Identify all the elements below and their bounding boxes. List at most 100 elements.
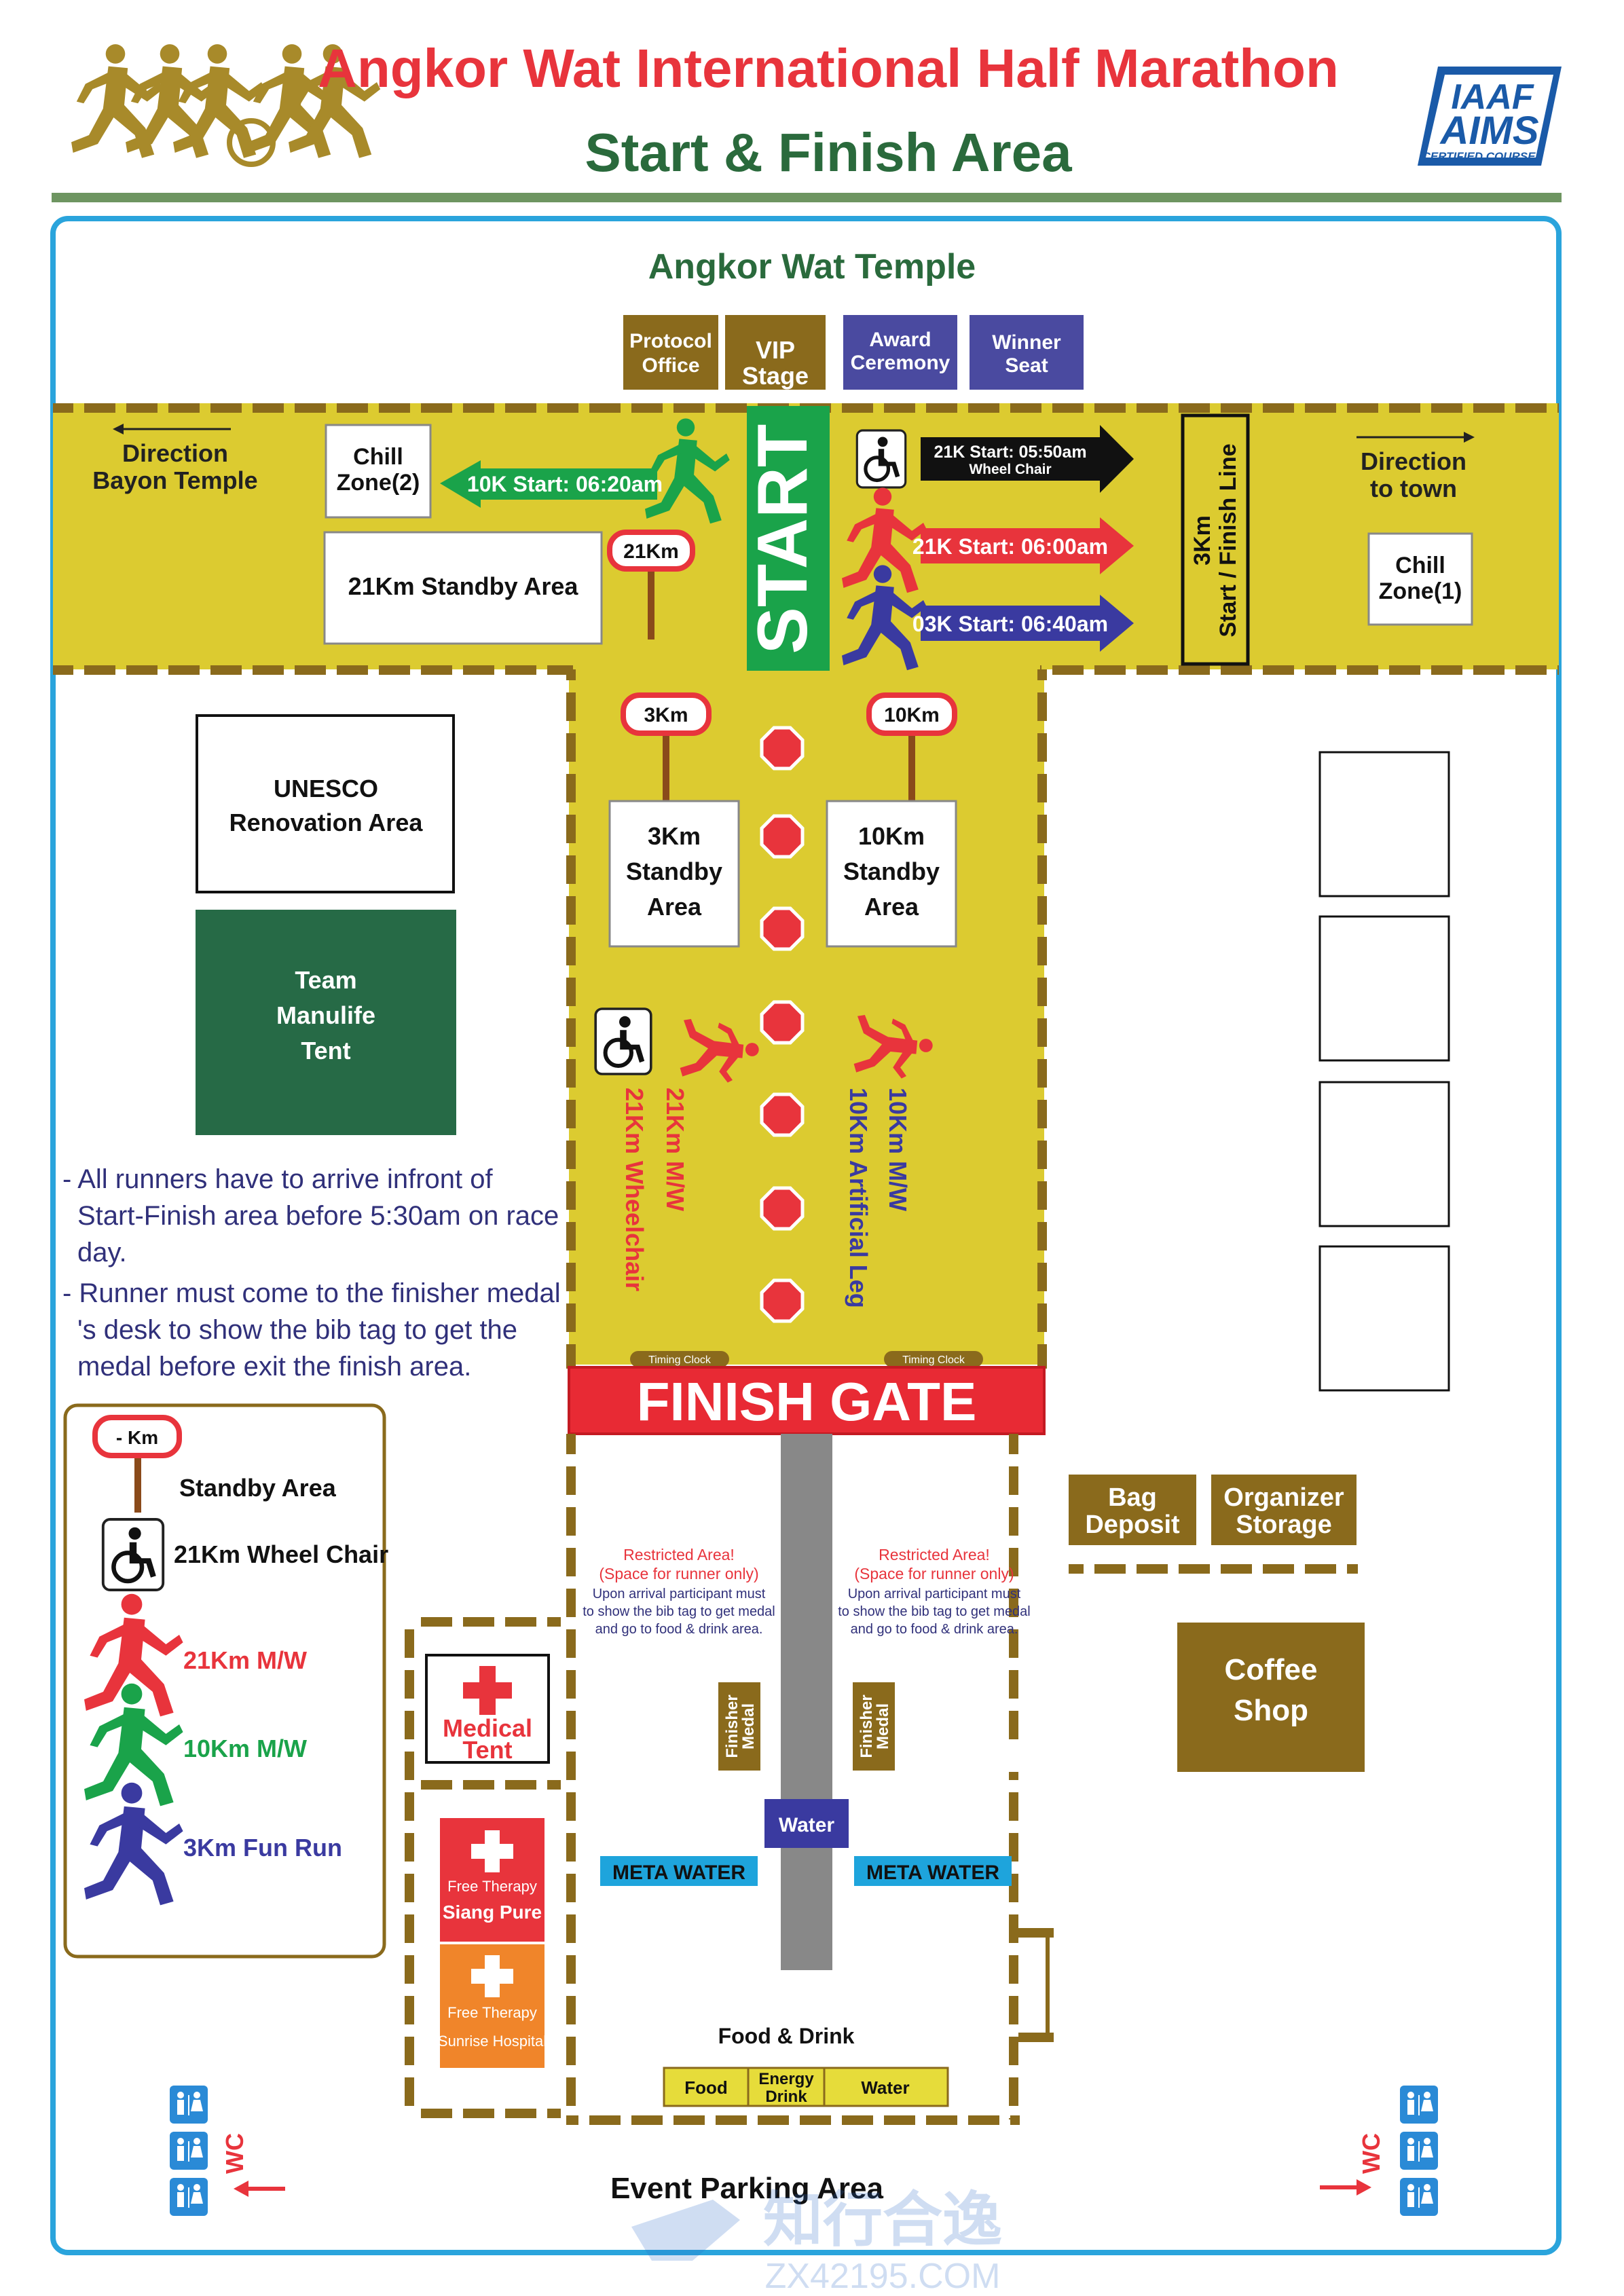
- bag-deposit-line1: Bag: [1108, 1483, 1157, 1512]
- restricted-right-5: and go to food & drink area.: [851, 1622, 1018, 1637]
- lane-21km-mw: 21Km M/W: [661, 1088, 689, 1211]
- wc-right-label: WC: [1357, 2133, 1385, 2174]
- standby-10km-line2: Standby: [843, 857, 940, 885]
- meta-water-left-label: META WATER: [612, 1862, 745, 1884]
- restricted-left-1: Restricted Area!: [623, 1546, 735, 1563]
- start-21k-label: 21K Start: 06:00am: [912, 534, 1108, 559]
- lane-marker: [760, 726, 805, 771]
- start-21k-wc-line2: Wheel Chair: [969, 462, 1051, 477]
- lane-marker: [760, 1000, 805, 1045]
- food-drink-label: Food & Drink: [718, 2024, 855, 2048]
- sign-3km-label: 3Km: [644, 704, 688, 726]
- timing-clock-left: Timing Clock: [648, 1354, 712, 1366]
- start-10k-label: 10K Start: 06:20am: [467, 472, 663, 496]
- legend-standby: Standby Area: [179, 1474, 337, 1502]
- wc-left-label: WC: [221, 2133, 248, 2174]
- unesco-line2: Renovation Area: [229, 809, 424, 836]
- lane-21km-wheelchair: 21Km Wheelchair: [621, 1088, 648, 1291]
- logo-runners-icon: [71, 44, 381, 167]
- note-medal: - Runner must come to the finisher medal…: [62, 1278, 561, 1382]
- chill-zone-2-line1: Chill: [353, 444, 403, 470]
- wheelchair-icon: [857, 430, 905, 487]
- therapy-2-line1: Free Therapy: [447, 2004, 537, 2021]
- lane-10km-leg: 10Km Artificial Leg: [845, 1088, 872, 1308]
- organizer-storage-line2: Storage: [1236, 1511, 1331, 1539]
- badge-line1: IAAF: [1451, 77, 1534, 117]
- energy-drink-label-1: Energy: [758, 2070, 814, 2088]
- lane-marker: [760, 1278, 805, 1323]
- start-10k-arrow: 10K Start: 06:20am: [440, 418, 730, 524]
- standby-10km: 10Km Standby Area: [826, 800, 957, 948]
- legend-3km: 3Km Fun Run: [183, 1834, 342, 1862]
- start-3k: 03K Start: 06:40am: [842, 565, 1134, 671]
- watermark-logo-icon: [631, 2200, 740, 2261]
- legend-wheelchair: 21Km Wheel Chair: [174, 1540, 388, 1568]
- coffee-shop-line1: Coffee: [1225, 1653, 1318, 1686]
- toilet-icon: [1400, 2178, 1438, 2216]
- award-ceremony-label-2: Ceremony: [851, 352, 951, 374]
- lane-marker: [760, 1092, 805, 1137]
- wc-left: WC: [170, 2086, 285, 2216]
- storage-fence: [1069, 1564, 1358, 1574]
- runner-notes: - All runners have to arrive infront of …: [62, 1161, 565, 1385]
- wc-right: WC: [1320, 2086, 1438, 2216]
- therapy-1-line2: Siang Pure: [443, 1902, 542, 1923]
- standby-10km-line3: Area: [864, 893, 919, 921]
- medical-cross-icon: [463, 1666, 512, 1715]
- toilet-icon: [170, 2178, 208, 2216]
- protocol-office: [623, 315, 718, 390]
- wheelchair-lane-icon: [595, 1009, 651, 1074]
- coffee-shop-line2: Shop: [1234, 1694, 1308, 1727]
- organizer-storage-line1: Organizer: [1223, 1483, 1344, 1512]
- finisher-medal-left-2: Medal: [739, 1703, 758, 1749]
- lane-marker: [760, 1186, 805, 1231]
- restricted-left-3: Upon arrival participant must: [593, 1587, 766, 1601]
- finisher-medal-right-1: Finisher: [857, 1695, 876, 1758]
- sign-3km: 3Km: [621, 692, 712, 804]
- finisher-medal-left: Finisher Medal: [718, 1682, 760, 1771]
- restricted-left: Restricted Area! (Space for runner only)…: [583, 1546, 775, 1637]
- therapy-cross-icon-2: [471, 1955, 513, 1997]
- badge-line3: CERTIFIED COURSE: [1422, 150, 1536, 163]
- toilet-icon: [1400, 2132, 1438, 2170]
- start-21k: 21K Start: 06:00am: [842, 487, 1134, 593]
- watermark-domain: ZX42195.COM: [765, 2257, 1001, 2296]
- restricted-right-2: (Space for runner only): [854, 1565, 1014, 1582]
- restricted-right: Restricted Area! (Space for runner only)…: [838, 1546, 1031, 1637]
- page-subtitle: Start & Finish Area: [585, 122, 1072, 183]
- sign-21km: 21Km: [607, 530, 695, 640]
- watermark: 知行合逸 ZX42195.COM: [631, 2185, 1002, 2296]
- direction-bayon-2: Bayon Temple: [92, 466, 257, 494]
- wc-right-arrow-head: [1357, 2179, 1371, 2196]
- finish-gate: Timing Clock Timing Clock FINISH GATE: [568, 1351, 1046, 1435]
- plot-box: [1318, 751, 1450, 897]
- medical-zone: Medical Tent Free Therapy Siang Pure Fre…: [405, 1617, 561, 2118]
- restricted-left-4: to show the bib tag to get medal: [583, 1604, 775, 1619]
- chill-zone-1-line1: Chill: [1395, 553, 1445, 578]
- iaaf-aims-badge: IAAF AIMS CERTIFIED COURSE: [1418, 67, 1562, 166]
- finisher-medal-right-2: Medal: [874, 1703, 892, 1749]
- header: Angkor Wat International Half Marathon S…: [52, 38, 1562, 202]
- start-label: START: [743, 424, 822, 654]
- sign-10km: 10Km: [866, 692, 957, 804]
- lane-10km-mw: 10Km M/W: [884, 1088, 912, 1211]
- start-finish-line-2: Start / Finish Line: [1215, 443, 1241, 637]
- water-label: Water: [779, 1814, 835, 1836]
- standby-3km: 3Km Standby Area: [608, 800, 740, 948]
- unesco-line1: UNESCO: [274, 775, 378, 802]
- wc-left-arrow-head: [234, 2181, 248, 2197]
- finisher-medal-right: Finisher Medal: [853, 1682, 895, 1771]
- finish-gate-label: FINISH GATE: [637, 1371, 977, 1432]
- therapy-2-line2: Sunrise Hospital: [438, 2033, 547, 2050]
- standby-3km-line2: Standby: [626, 857, 722, 885]
- organizer-storage: Organizer Storage: [1211, 1475, 1357, 1545]
- plot-box: [1318, 915, 1450, 1062]
- restricted-right-1: Restricted Area!: [879, 1546, 990, 1563]
- direction-town-2: to town: [1370, 475, 1457, 502]
- header-divider: [52, 193, 1562, 202]
- right-plots: [1318, 751, 1450, 1392]
- legend: - Km Standby Area 21Km Wheel Chair 21Km …: [63, 1403, 388, 1959]
- plot-box: [1318, 1081, 1450, 1227]
- legend-sign: - Km: [116, 1427, 158, 1448]
